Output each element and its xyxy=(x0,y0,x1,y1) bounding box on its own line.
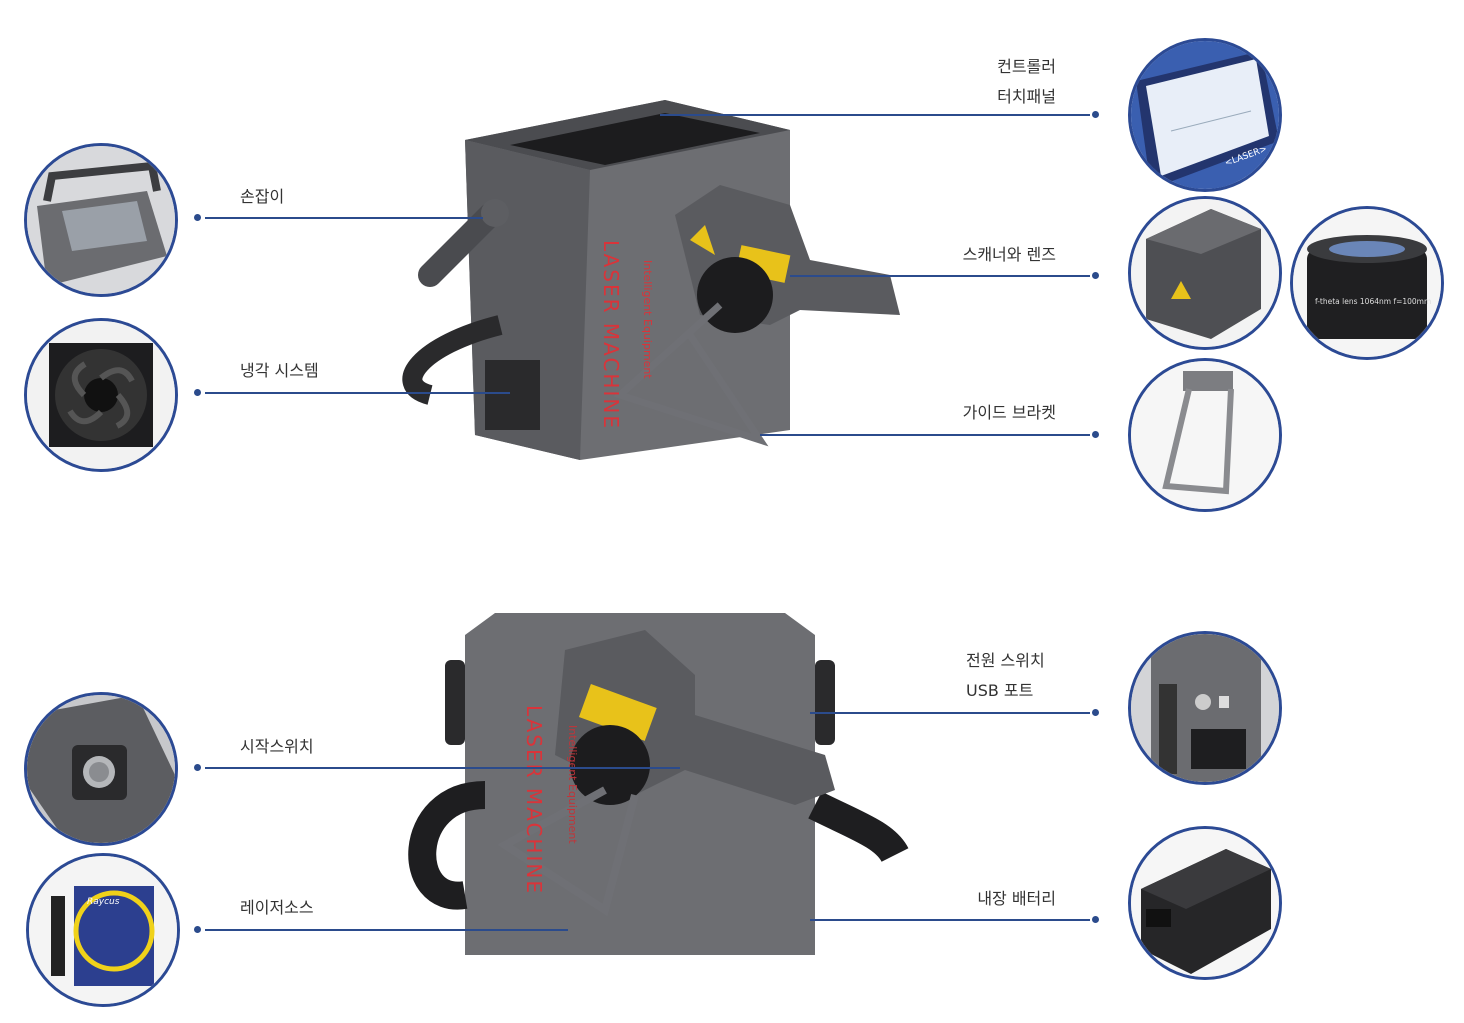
detail-guide-bracket-image xyxy=(1128,358,1282,512)
label-battery: 내장 배터리 xyxy=(977,889,1056,908)
leader-dot-battery xyxy=(1092,916,1099,923)
label-controller-line1: 컨트롤러 xyxy=(997,57,1056,76)
lens-label: f-theta lens 1064nm f=100mm xyxy=(1315,297,1431,306)
detail-laser-source-image: Raycus xyxy=(26,853,180,1007)
leader-line-cooling xyxy=(205,392,510,394)
leader-dot-controller xyxy=(1092,111,1099,118)
leader-dot-power xyxy=(1092,709,1099,716)
detail-battery-image xyxy=(1128,826,1282,980)
label-handle: 손잡이 xyxy=(240,187,285,206)
leader-line-handle xyxy=(205,217,483,219)
detail-touch-panel-image: <LASER> xyxy=(1128,38,1282,192)
leader-line-source xyxy=(205,929,568,931)
label-guide-bracket: 가이드 브라켓 xyxy=(962,403,1056,422)
label-controller-line2: 터치패널 xyxy=(997,87,1056,106)
label-scanner-lens: 스캐너와 렌즈 xyxy=(962,245,1056,264)
label-cooling: 냉각 시스템 xyxy=(240,361,319,380)
laser-machine-top-view: LASER MACHINE Intelligent Equipment xyxy=(402,100,900,460)
detail-start-switch-image xyxy=(24,692,178,846)
machine-brand-text-bottom: LASER MACHINE xyxy=(522,705,546,895)
leader-line-battery xyxy=(810,919,1090,921)
detail-scanner-image xyxy=(1128,196,1282,350)
machine-subtitle-text: Intelligent Equipment xyxy=(641,260,654,379)
label-laser-source: 레이저소스 xyxy=(240,898,314,917)
leader-dot-cooling xyxy=(194,389,201,396)
detail-handle-image xyxy=(24,143,178,297)
laser-machine-side-view: LASER MACHINE Intelligent Equipment xyxy=(408,613,909,955)
leader-line-scanner xyxy=(790,275,1090,277)
leader-dot-start xyxy=(194,764,201,771)
leader-dot-bracket xyxy=(1092,431,1099,438)
label-power-line1: 전원 스위치 xyxy=(966,651,1045,670)
machine-brand-text: LASER MACHINE xyxy=(599,240,623,430)
leader-line-power xyxy=(810,712,1090,714)
leader-line-bracket xyxy=(760,434,1090,436)
machine-subtitle-text-bottom: Intelligent Equipment xyxy=(566,725,579,844)
leader-dot-source xyxy=(194,926,201,933)
leader-dot-scanner xyxy=(1092,272,1099,279)
leader-line-controller xyxy=(660,114,1090,116)
detail-lens-image: f-theta lens 1064nm f=100mm xyxy=(1290,206,1444,360)
raycus-logo: Raycus xyxy=(87,897,120,907)
leader-dot-handle xyxy=(194,214,201,221)
label-start-switch: 시작스위치 xyxy=(240,737,314,756)
detail-fan-image xyxy=(24,318,178,472)
label-power-line2: USB 포트 xyxy=(966,681,1034,700)
detail-power-usb-image xyxy=(1128,631,1282,785)
leader-line-start xyxy=(205,767,680,769)
